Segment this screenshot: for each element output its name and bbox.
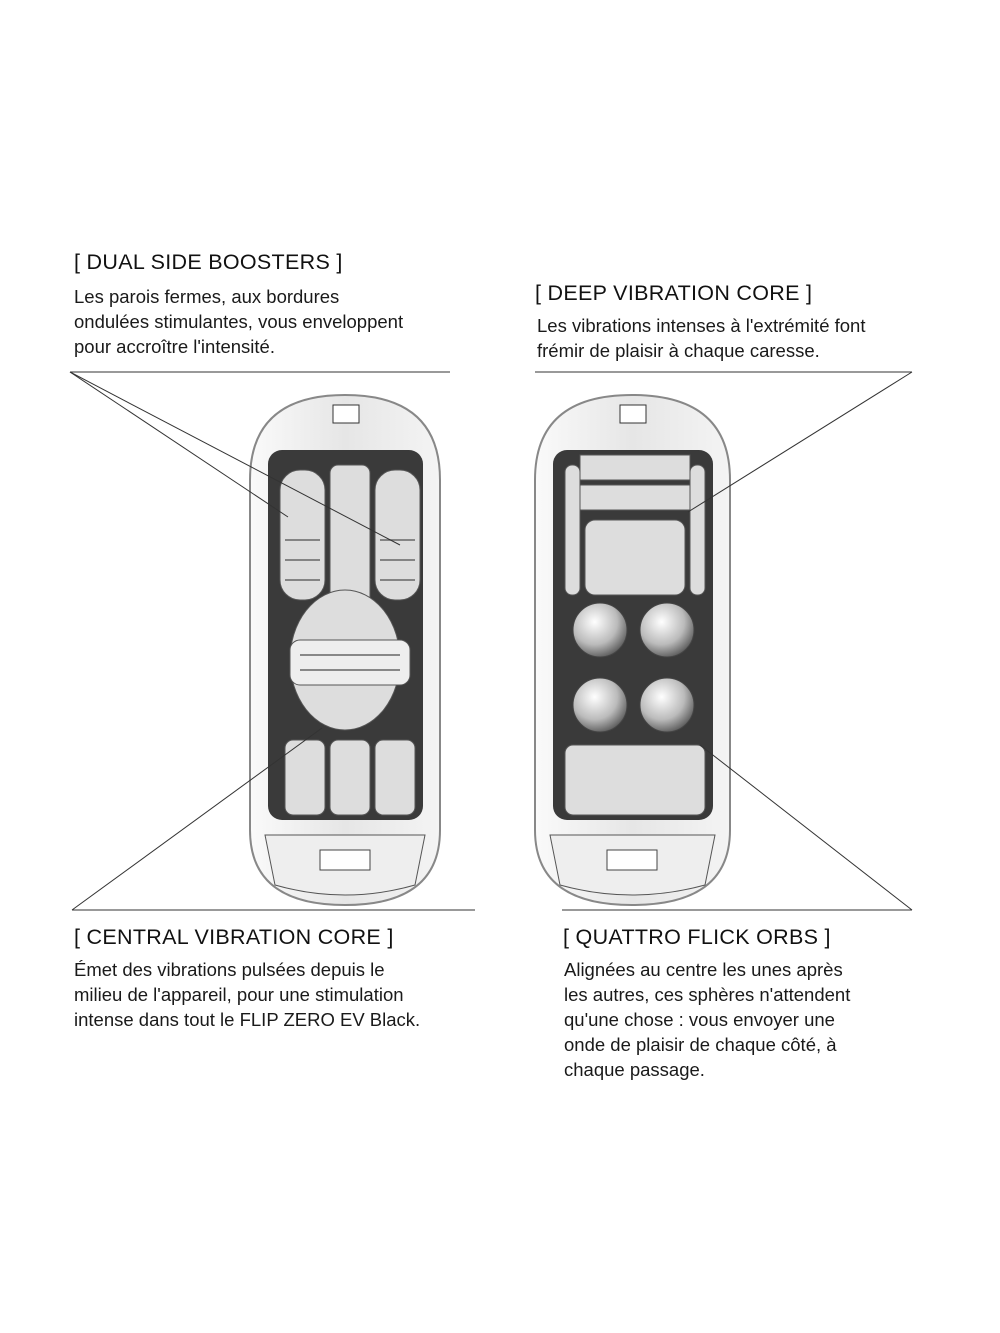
quattro-flick-orbs-description: Alignées au centre les unes après les au… <box>564 957 850 1082</box>
description-line: frémir de plaisir à chaque caresse. <box>537 340 820 361</box>
description-line: pour accroître l'intensité. <box>74 336 275 357</box>
central-vibration-core-title: [ CENTRAL VIBRATION CORE ] <box>74 925 394 949</box>
leader-lines <box>69 371 913 911</box>
description-line: onde de plaisir de chaque côté, à <box>564 1034 837 1055</box>
central-vibration-core-description: Émet des vibrations pulsées depuis le mi… <box>74 957 420 1032</box>
description-line: Alignées au centre les unes après <box>564 959 843 980</box>
dual-side-boosters-description: Les parois fermes, aux bordures ondulées… <box>74 284 403 359</box>
deep-vibration-core-title: [ DEEP VIBRATION CORE ] <box>535 281 813 305</box>
quattro-flick-orbs-title: [ QUATTRO FLICK ORBS ] <box>563 925 831 949</box>
description-line: qu'une chose : vous envoyer une <box>564 1009 835 1030</box>
description-line: Les parois fermes, aux bordures <box>74 286 340 307</box>
deep-vibration-core-description: Les vibrations intenses à l'extrémité fo… <box>537 313 865 363</box>
right-device-cutaway <box>534 393 731 907</box>
description-line: Les vibrations intenses à l'extrémité fo… <box>537 315 866 336</box>
description-line: les autres, ces sphères n'attendent <box>564 984 851 1005</box>
left-device-cutaway <box>249 393 441 907</box>
flick-orbs <box>572 602 695 733</box>
description-line: Émet des vibrations pulsées depuis le <box>74 959 385 980</box>
description-line: ondulées stimulantes, vous enveloppent <box>74 311 404 332</box>
description-line: chaque passage. <box>564 1059 705 1080</box>
description-line: milieu de l'appareil, pour une stimulati… <box>74 984 404 1005</box>
description-line: intense dans tout le FLIP ZERO EV Black. <box>74 1009 421 1030</box>
dual-side-boosters-title: [ DUAL SIDE BOOSTERS ] <box>74 250 343 274</box>
